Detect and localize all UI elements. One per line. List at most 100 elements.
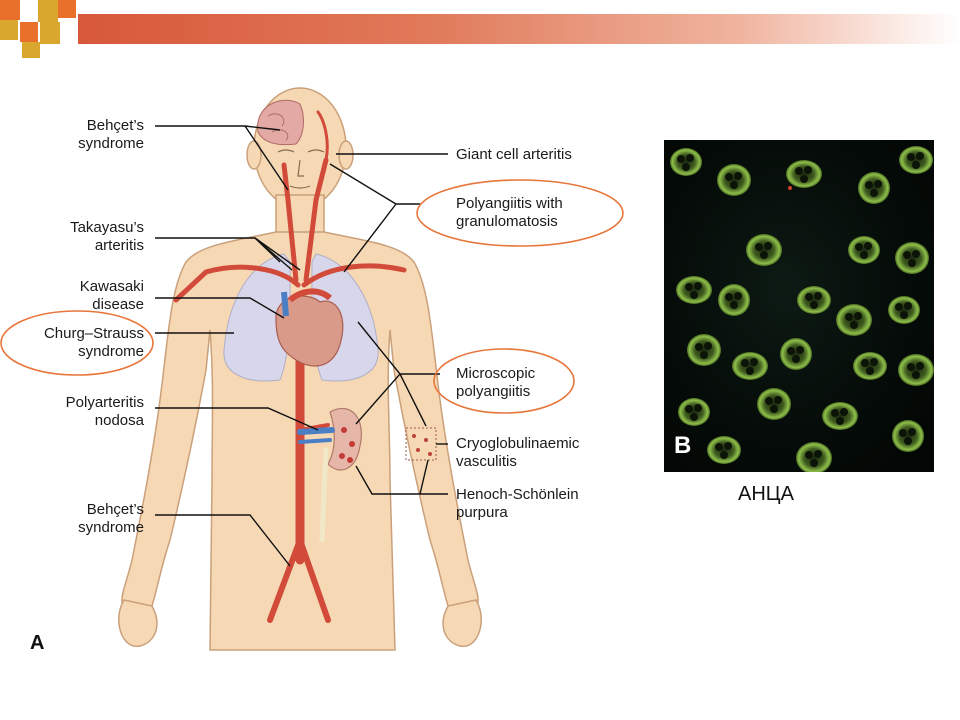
cell-nucleus-lobe [912,371,920,379]
cell-nucleus-lobe [765,397,773,405]
cell-nucleus-lobe [734,172,742,180]
cell-nucleus-lobe [725,173,733,181]
highlight-circles [0,179,624,414]
cell-nucleus-lobe [904,437,912,445]
cell-nucleus-lobe [810,459,818,467]
cell-nucleus-lobe [845,313,853,321]
cell-nucleus-lobe [850,321,858,329]
cell-nucleus-lobe [764,242,772,250]
cell-nucleus-lobe [720,451,728,459]
cell-nucleus-lobe [770,405,778,413]
cell-nucleus-lobe [796,346,804,354]
cell-nucleus-lobe [730,181,738,189]
cell-nucleus-lobe [861,359,869,367]
cell-nucleus-lobe [700,351,708,359]
label-polyarteritis: Polyarteritis nodosa [65,394,144,429]
neutrophil-cell [717,164,751,196]
neutrophil-cell [822,402,858,430]
neutrophil-cells [670,146,934,472]
face [277,149,325,189]
label-kawasaki: Kawasaki disease [79,278,144,313]
cell-nucleus-lobe [734,292,742,300]
cell-nucleus-lobe [685,405,693,413]
cell-nucleus-lobe [755,243,763,251]
cell-nucleus-lobe [792,355,800,363]
cell-nucleus-lobe [805,451,813,459]
cell-nucleus-lobe [694,282,702,290]
label-gpa: Polyangiitis with granulomatosis [456,195,563,230]
cell-nucleus-lobe [677,155,685,163]
neutrophil-cell [687,334,721,366]
neutrophil-cell [797,286,831,314]
cell-nucleus-lobe [810,301,818,309]
cell-nucleus-lobe [908,428,916,436]
cell-nucleus-lobe [840,408,848,416]
label-takayasu: Takayasu’s arteritis [70,219,144,254]
label-behcet-head: Behçet’s syndrome [78,117,144,152]
cell-nucleus-lobe [836,417,844,425]
cell-nucleus-lobe [904,302,912,310]
cell-nucleus-lobe [725,293,733,301]
cell-nucleus-lobe [916,362,924,370]
cell-nucleus-lobe [760,251,768,259]
leader-lines [155,125,448,567]
cell-nucleus-lobe [704,342,712,350]
label-behcet-pelvis: Behçet’s syndrome [78,501,144,536]
neutrophil-cell [746,234,782,266]
cell-nucleus-lobe [860,251,868,259]
logo-square [38,0,58,22]
neutrophil-cell [718,284,750,316]
neutrophil-cell [888,296,920,324]
cell-nucleus-lobe [903,251,911,259]
brain [257,99,304,146]
logo-square [20,0,38,18]
cell-nucleus-lobe [800,175,808,183]
cell-nucleus-lobe [854,312,862,320]
cell-nucleus-lobe [908,259,916,267]
cell-nucleus-lobe [695,343,703,351]
logo-square [0,0,20,20]
neutrophil-cell [757,388,791,420]
cell-nucleus-lobe [870,358,878,366]
cell-nucleus-lobe [746,367,754,375]
label-mpa: Microscopic polyangiitis [456,365,536,400]
neutrophil-cell [676,276,712,304]
neutrophil-cell [786,160,822,188]
cell-nucleus-lobe [774,396,782,404]
cell-nucleus-lobe [787,347,795,355]
label-cryo: Cryoglobulinaemic vasculitis [456,435,580,470]
cell-nucleus-lobe [870,189,878,197]
cell-nucleus-lobe [855,243,863,251]
cell-nucleus-lobe [741,359,749,367]
red-speck [788,186,792,190]
cell-nucleus-lobe [916,152,924,160]
label-hsp: Henoch-Schönlein purpura [456,486,579,521]
neutrophil-cell [892,420,924,452]
neutrophil-cell [670,148,702,176]
cell-nucleus-lobe [694,404,702,412]
cell-nucleus-lobe [912,161,920,169]
cell-nucleus-lobe [912,250,920,258]
header-gradient-bar [78,14,960,44]
neutrophil-cell [836,304,872,336]
cell-nucleus-lobe [805,293,813,301]
cell-nucleus-lobe [804,166,812,174]
cell-nucleus-lobe [814,450,822,458]
neutrophil-cell [895,242,929,274]
kidney [327,407,362,471]
cell-nucleus-lobe [724,442,732,450]
panel-b-letter: B [674,432,692,459]
neutrophil-cell [732,352,768,380]
cell-nucleus-lobe [715,443,723,451]
cell-nucleus-lobe [814,292,822,300]
cell-nucleus-lobe [865,181,873,189]
anca-micrograph: B [664,140,934,472]
cell-nucleus-lobe [690,291,698,299]
heart [275,295,344,367]
cell-nucleus-lobe [864,242,872,250]
cell-nucleus-lobe [750,358,758,366]
neutrophil-cell [853,352,887,380]
neutrophil-cell [678,398,710,426]
cell-nucleus-lobe [866,367,874,375]
